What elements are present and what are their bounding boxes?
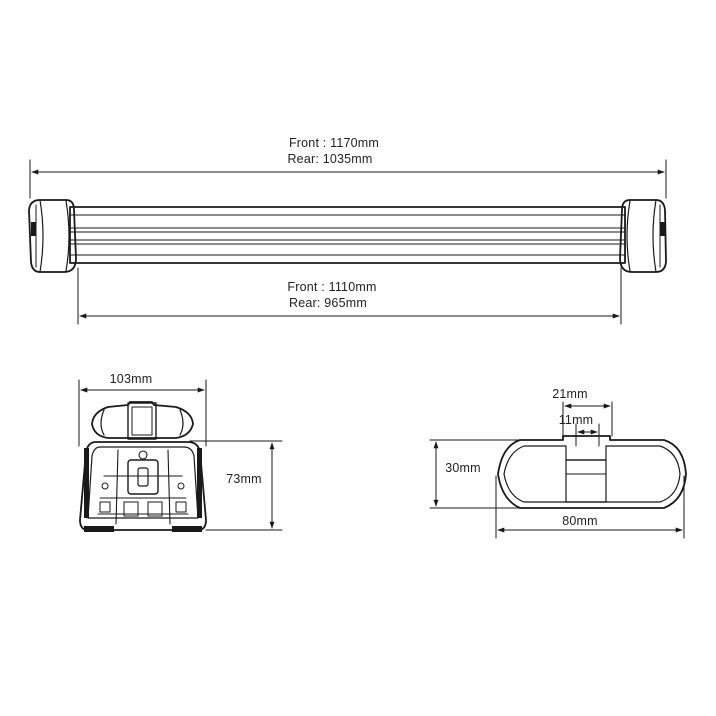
profile-width-label: 80mm bbox=[562, 514, 598, 528]
slot-inner-label: 11mm bbox=[559, 413, 594, 427]
bar-length-front-label: Front : 1110mm bbox=[287, 280, 376, 294]
profile-width-dimension: 80mm bbox=[495, 475, 685, 539]
left-end-cap bbox=[28, 199, 77, 273]
profile-height-dimension: 30mm bbox=[429, 439, 521, 509]
foot-width-dimension: 103mm bbox=[78, 372, 207, 447]
foot-width-label: 103mm bbox=[110, 372, 153, 386]
overall-length-dimension: Front : 1170mm Rear: 1035mm bbox=[29, 136, 667, 199]
foot-height-label: 73mm bbox=[226, 472, 262, 486]
bar-length-dimension: Front : 1110mm Rear: 965mm bbox=[77, 267, 622, 325]
profile-slot-outer-dimension: 21mm bbox=[552, 387, 613, 437]
foot-height-dimension: 73mm bbox=[189, 440, 283, 531]
right-end-cap bbox=[619, 199, 667, 273]
overall-length-rear-label: Rear: 1035mm bbox=[287, 152, 372, 166]
profile-height-label: 30mm bbox=[445, 461, 481, 475]
overall-length-front-label: Front : 1170mm bbox=[289, 136, 379, 150]
profile-slot-inner-dimension: 11mm bbox=[559, 413, 600, 447]
bar-length-rear-label: Rear: 965mm bbox=[289, 296, 367, 310]
slot-outer-label: 21mm bbox=[552, 387, 588, 401]
bar-profile-cross-section bbox=[497, 435, 687, 509]
foot-front-view bbox=[79, 401, 207, 532]
roof-bar-side-view bbox=[28, 199, 667, 273]
